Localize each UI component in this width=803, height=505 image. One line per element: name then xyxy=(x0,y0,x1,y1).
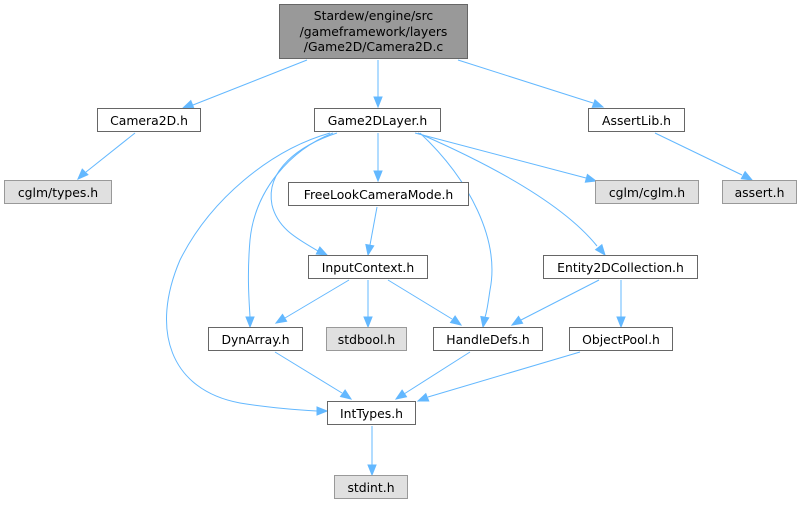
edge-game2dlayer_h-to-freelook_h xyxy=(373,133,383,183)
edge-line xyxy=(166,132,331,412)
arrowhead-icon xyxy=(367,464,377,477)
node-cglm-cglm-h[interactable]: cglm/cglm.h xyxy=(595,180,699,204)
root-file-node: Stardew/engine/src /gameframework/layers… xyxy=(279,4,468,59)
edges-layer xyxy=(77,59,754,477)
node-stdbool-h[interactable]: stdbool.h xyxy=(326,327,407,351)
edge-handledefs_h-to-inttypes_h xyxy=(394,351,471,400)
edge-line xyxy=(520,279,600,321)
edge-line xyxy=(414,132,587,179)
edge-line xyxy=(274,351,343,394)
arrowhead-icon xyxy=(316,406,329,416)
edge-assertlib_h-to-assert_h xyxy=(654,132,754,181)
edge-line xyxy=(192,59,308,106)
edge-camera2d_h-to-cglm_types_h xyxy=(77,132,136,180)
arrowhead-icon xyxy=(584,173,598,183)
edge-line xyxy=(654,132,743,176)
arrowhead-icon xyxy=(449,315,463,326)
edge-inputcontext_h-to-dynarray_h xyxy=(274,279,350,324)
node-objectpool-h[interactable]: ObjectPool.h xyxy=(569,327,673,351)
edge-line xyxy=(417,132,598,247)
arrowhead-icon xyxy=(339,389,353,400)
node-game2dlayer-h[interactable]: Game2DLayer.h xyxy=(314,108,441,132)
edge-inttypes_h-to-stdint_h xyxy=(367,426,377,477)
node-stdint-h[interactable]: stdint.h xyxy=(334,475,408,499)
arrowhead-icon xyxy=(181,99,195,109)
edge-game2dlayer_h-to-cglm_cglm_h xyxy=(414,132,598,183)
edge-inputcontext_h-to-stdbool_h xyxy=(363,280,373,329)
node-inputcontext-h[interactable]: InputContext.h xyxy=(308,255,428,279)
edge-line xyxy=(387,279,453,320)
node-freelookcameramode-h[interactable]: FreeLookCameraMode.h xyxy=(288,182,469,206)
node-camera2d-h[interactable]: Camera2D.h xyxy=(97,108,201,132)
node-entity2dcollection-h[interactable]: Entity2DCollection.h xyxy=(543,255,698,279)
arrowhead-icon xyxy=(315,246,329,256)
node-assert-h[interactable]: assert.h xyxy=(722,180,797,204)
arrowhead-icon xyxy=(245,316,255,329)
edge-objectpool_h-to-inttypes_h xyxy=(416,351,581,402)
arrowhead-icon xyxy=(394,389,408,400)
arrowhead-icon xyxy=(373,170,383,183)
edge-root-to-assertlib_h xyxy=(457,59,605,108)
arrowhead-icon xyxy=(510,315,524,326)
node-handledefs-h[interactable]: HandleDefs.h xyxy=(433,327,543,351)
edge-dynarray_h-to-inttypes_h xyxy=(274,351,353,400)
edge-line xyxy=(457,59,594,104)
edge-entity2d_h-to-objectpool_h xyxy=(616,280,626,329)
edge-line xyxy=(369,206,378,246)
arrowhead-icon xyxy=(591,98,605,108)
node-cglm-types-h[interactable]: cglm/types.h xyxy=(4,180,112,204)
edge-freelook_h-to-inputcontext_h xyxy=(365,206,378,257)
edge-line xyxy=(403,351,471,395)
arrowhead-icon xyxy=(594,243,606,257)
arrowhead-icon xyxy=(616,316,626,329)
edge-line xyxy=(247,132,334,318)
arrowhead-icon xyxy=(274,313,288,324)
edge-game2dlayer_h-to-entity2d_h xyxy=(417,132,606,257)
edge-entity2d_h-to-handledefs_h xyxy=(510,279,600,326)
edge-game2dlayer_h-to-handledefs_h xyxy=(419,132,493,329)
edge-line xyxy=(427,351,581,398)
arrowhead-icon xyxy=(740,170,754,181)
node-assertlib-h[interactable]: AssertLib.h xyxy=(588,108,685,132)
edge-line xyxy=(284,279,350,319)
node-inttypes-h[interactable]: IntTypes.h xyxy=(327,401,416,425)
arrowhead-icon xyxy=(373,96,383,109)
edge-root-to-camera2d_h xyxy=(181,59,308,109)
edge-line xyxy=(85,132,136,173)
arrowhead-icon xyxy=(416,392,430,402)
arrowhead-icon xyxy=(480,315,490,329)
edge-game2dlayer_h-to-dynarray_h xyxy=(245,132,334,329)
arrowhead-icon xyxy=(365,243,375,257)
edge-game2dlayer_h-to-inttypes_h xyxy=(166,132,331,416)
arrowhead-icon xyxy=(77,168,89,180)
edge-inputcontext_h-to-handledefs_h xyxy=(387,279,463,326)
edge-line xyxy=(419,132,493,318)
edge-root-to-game2dlayer_h xyxy=(373,60,383,109)
arrowhead-icon xyxy=(363,316,373,329)
node-dynarray-h[interactable]: DynArray.h xyxy=(208,327,303,351)
